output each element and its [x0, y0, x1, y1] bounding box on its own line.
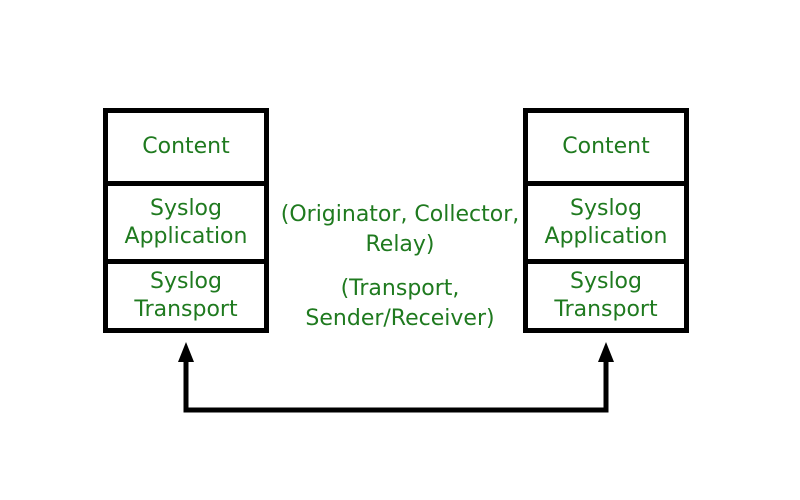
right-protocol-stack: Content Syslog Application Syslog Transp… [523, 108, 689, 333]
left-content-layer: Content [108, 113, 264, 186]
application-roles-label: (Originator, Collector, Relay) [280, 202, 520, 257]
transport-roles-label: (Transport, Sender/Receiver) [305, 276, 495, 331]
connection-line [183, 360, 609, 413]
right-content-layer: Content [528, 113, 684, 186]
left-syslog-transport-layer: Syslog Transport [134, 269, 238, 322]
right-arrowhead-icon [598, 342, 614, 362]
left-protocol-stack: Content Syslog Application Syslog Transp… [103, 108, 269, 333]
right-syslog-application-layer: Syslog Application [528, 186, 684, 264]
left-syslog-application-layer: Syslog Application [108, 186, 264, 264]
left-arrowhead-icon [178, 342, 194, 362]
right-syslog-transport-layer: Syslog Transport [554, 269, 658, 322]
